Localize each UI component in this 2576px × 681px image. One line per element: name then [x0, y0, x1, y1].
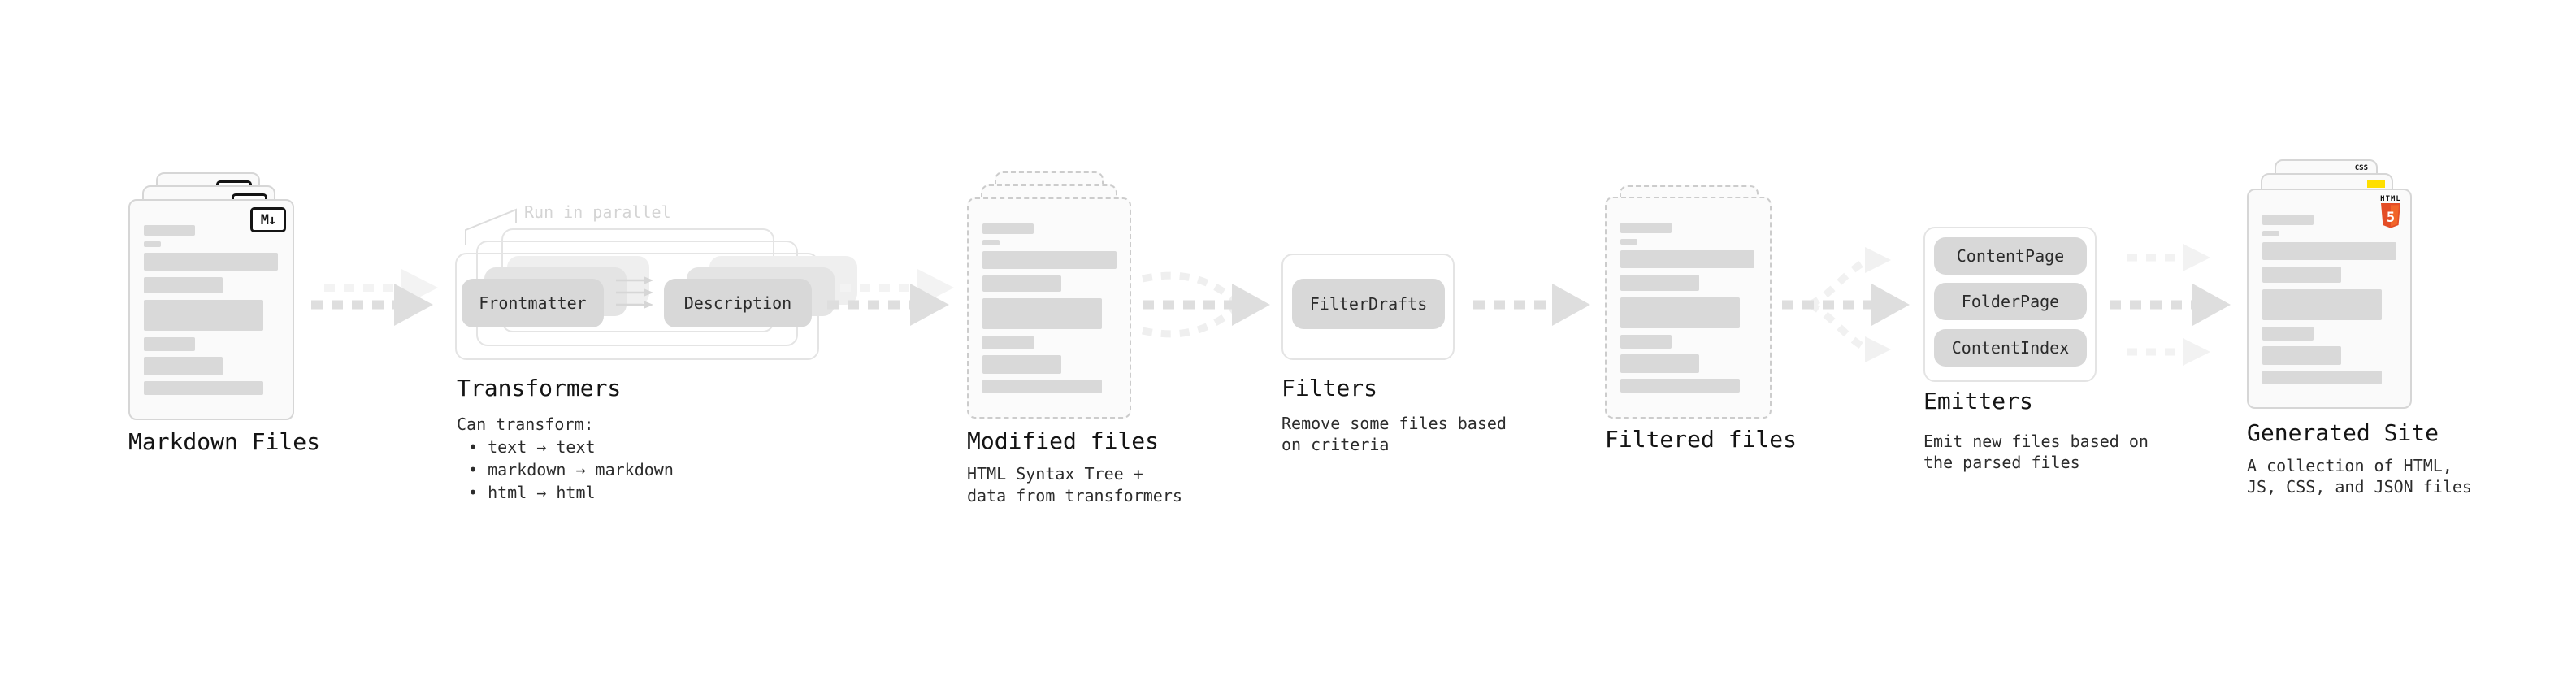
placeholder-text-bar: [982, 380, 1102, 393]
placeholder-text-bar: [2262, 267, 2341, 283]
caption-line: the parsed files: [1923, 453, 2080, 472]
placeholder-text-bar: [144, 300, 263, 331]
placeholder-text-bar: [2262, 215, 2314, 225]
markdown-icon: M↓: [250, 207, 286, 232]
placeholder-text-bar: [144, 357, 223, 375]
modified-files-caption: HTML Syntax Tree + data from transformer…: [967, 463, 1182, 507]
run-in-parallel-annotation: Run in parallel: [524, 202, 671, 222]
placeholder-text-bar: [982, 275, 1061, 292]
transformers-caption: Can transform: • text → text • markdown …: [457, 413, 674, 504]
caption-line: Can transform:: [457, 414, 594, 434]
generated-site-caption: A collection of HTML, JS, CSS, and JSON …: [2247, 455, 2472, 497]
flow-arrow-filters-to-filtered: [1473, 284, 1590, 326]
generated-file-card-front: HTML 5: [2247, 189, 2412, 409]
placeholder-text-bar: [2262, 327, 2314, 340]
description-pill: Description: [664, 279, 812, 327]
placeholder-text-bar: [982, 251, 1117, 269]
placeholder-text-bar: [982, 336, 1034, 349]
placeholder-text-bar: [982, 298, 1102, 329]
parallel-arrows: [616, 276, 653, 309]
caption-line: on criteria: [1281, 435, 1390, 454]
flow-arrow-transformers-to-modified: [827, 269, 954, 326]
caption-line: data from transformers: [967, 486, 1182, 505]
filtered-files-label: Filtered files: [1605, 426, 1798, 453]
placeholder-text-bar: [144, 241, 161, 247]
emitters-caption: Emit new files based on the parsed files: [1923, 431, 2149, 473]
placeholder-text-bar: [1620, 297, 1740, 328]
placeholder-text-bar: [144, 253, 278, 271]
caption-line: A collection of HTML,: [2247, 456, 2452, 475]
markdown-file-card-front: M↓: [128, 199, 294, 420]
caption-line: HTML Syntax Tree +: [967, 464, 1143, 484]
stage-filtered-files: Filtered files: [1605, 185, 1808, 462]
flow-arrow-modified-to-filters: [1142, 271, 1270, 338]
placeholder-text-bar: [144, 225, 195, 236]
stage-markdown-files: M↓ M↓ M↓ Markdown Files: [128, 172, 332, 514]
caption-bullet: • text → text: [468, 437, 596, 457]
placeholder-text-bar: [1620, 239, 1637, 245]
placeholder-text-bar: [1620, 335, 1672, 349]
stage-filters: FilterDrafts Filters Remove some files b…: [1281, 254, 1507, 465]
placeholder-text-bar: [1620, 223, 1672, 233]
caption-line: JS, CSS, and JSON files: [2247, 477, 2472, 497]
filters-caption: Remove some files based on criteria: [1281, 413, 1507, 455]
placeholder-text-bar: [982, 355, 1061, 374]
placeholder-text-bar: [1620, 250, 1754, 268]
filters-title: Filters: [1281, 375, 1378, 401]
js-icon: [2367, 180, 2385, 188]
html5-icon: HTML 5: [2378, 195, 2404, 232]
folderpage-pill: FolderPage: [1934, 283, 2087, 320]
placeholder-text-bar: [144, 337, 195, 351]
placeholder-text-bar: [1620, 379, 1740, 393]
placeholder-text-bar: [982, 223, 1034, 234]
caption-line: Emit new files based on: [1923, 432, 2149, 451]
callout-line: [465, 208, 517, 245]
stage-emitters: ContentPage FolderPage ContentIndex Emit…: [1923, 227, 2149, 479]
flow-arrow-filtered-to-emitters: [1782, 247, 1910, 362]
html5-shield: 5: [2381, 203, 2400, 228]
caption-bullet: • markdown → markdown: [468, 460, 674, 479]
caption-bullet: • html → html: [468, 483, 596, 502]
emitters-title: Emitters: [1923, 388, 2033, 414]
modified-files-label: Modified files: [967, 427, 1160, 454]
placeholder-text-bar: [1620, 354, 1699, 373]
flow-arrow-emitters-to-generated: [2110, 244, 2231, 366]
filtered-file-card-front: [1605, 197, 1772, 419]
contentindex-pill: ContentIndex: [1934, 329, 2087, 367]
placeholder-text-bar: [2262, 242, 2396, 260]
placeholder-text-bar: [2262, 289, 2382, 320]
placeholder-text-bar: [2262, 346, 2341, 365]
html5-icon-word: HTML: [2380, 195, 2401, 203]
placeholder-text-bar: [1620, 275, 1699, 291]
svg-text:5: 5: [2387, 210, 2395, 226]
flow-arrow-markdown-to-transformers: [311, 269, 438, 326]
placeholder-text-bar: [2262, 371, 2382, 384]
placeholder-text-bar: [2262, 231, 2279, 236]
stage-modified-files: Modified files HTML Syntax Tree + data f…: [967, 171, 1182, 521]
caption-line: Remove some files based: [1281, 414, 1507, 433]
placeholder-text-bar: [982, 240, 1000, 245]
placeholder-text-bar: [144, 277, 223, 293]
contentpage-pill: ContentPage: [1934, 237, 2087, 275]
markdown-files-label: Markdown Files: [128, 428, 321, 455]
filterdrafts-pill: FilterDrafts: [1292, 279, 1445, 329]
transformers-title: Transformers: [457, 375, 622, 401]
stage-generated-site: CSS HTML 5 Generated Site A collection o…: [2247, 159, 2491, 509]
frontmatter-pill: Frontmatter: [462, 279, 604, 327]
modified-file-card-front: [967, 197, 1131, 419]
generated-site-label: Generated Site: [2247, 419, 2439, 446]
placeholder-text-bar: [144, 381, 263, 395]
stage-transformers: Run in parallel Frontmatter Description …: [455, 199, 861, 508]
